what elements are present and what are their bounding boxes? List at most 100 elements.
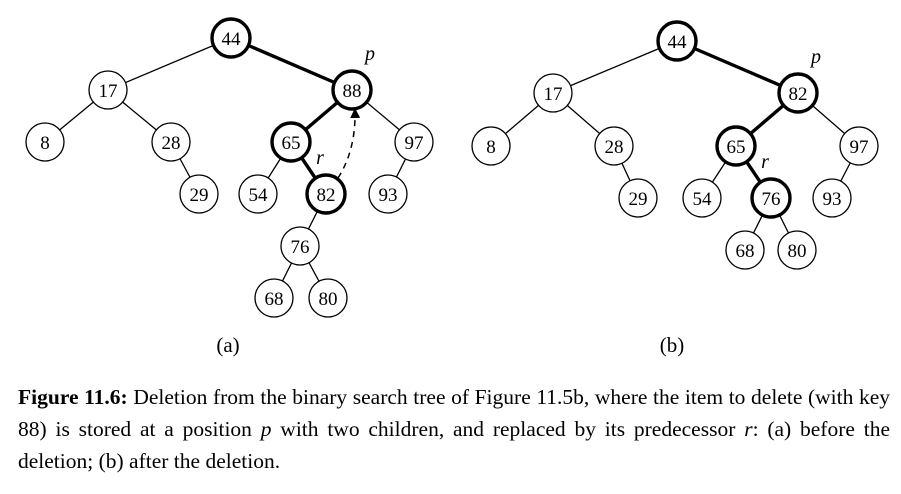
node-circle-29 bbox=[179, 174, 219, 214]
node-key-44: 44 bbox=[222, 29, 242, 50]
node-17: 17 bbox=[533, 73, 573, 113]
node-44: 44 bbox=[210, 17, 252, 59]
node-key-54: 54 bbox=[249, 185, 269, 206]
node-key-29: 29 bbox=[629, 189, 648, 210]
node-97: 97 bbox=[394, 122, 434, 162]
node-key-8: 8 bbox=[486, 137, 496, 158]
node-68: 68 bbox=[725, 230, 765, 270]
edge-44-88 bbox=[230, 36, 353, 92]
node-circle-88 bbox=[331, 69, 373, 111]
node-key-8: 8 bbox=[40, 133, 50, 154]
node-circle-8 bbox=[471, 126, 511, 166]
node-key-44: 44 bbox=[668, 32, 688, 53]
position-tag-r: r bbox=[761, 151, 769, 173]
node-circle-65 bbox=[270, 121, 312, 163]
node-28: 28 bbox=[151, 122, 191, 162]
node-key-29: 29 bbox=[190, 185, 209, 206]
node-key-68: 68 bbox=[265, 289, 284, 310]
node-circle-54 bbox=[238, 174, 278, 214]
node-key-93: 93 bbox=[823, 189, 842, 210]
node-key-28: 28 bbox=[162, 133, 181, 154]
edge-44-82 bbox=[676, 39, 799, 95]
node-circle-65 bbox=[715, 125, 757, 167]
node-key-65: 65 bbox=[727, 137, 746, 158]
node-8: 8 bbox=[471, 126, 511, 166]
node-circle-28 bbox=[151, 122, 191, 162]
node-88: 88 bbox=[331, 69, 373, 111]
node-76: 76 bbox=[750, 177, 792, 219]
node-circle-17 bbox=[88, 70, 128, 110]
node-65: 65 bbox=[270, 121, 312, 163]
node-circle-80 bbox=[308, 278, 348, 318]
node-key-76: 76 bbox=[762, 189, 781, 210]
node-circle-93 bbox=[812, 178, 852, 218]
node-54: 54 bbox=[238, 174, 278, 214]
node-circle-97 bbox=[839, 126, 879, 166]
node-key-76: 76 bbox=[291, 237, 310, 258]
node-circle-68 bbox=[725, 230, 765, 270]
node-key-82: 82 bbox=[789, 84, 808, 105]
node-circle-93 bbox=[368, 174, 408, 214]
node-key-80: 80 bbox=[788, 241, 807, 262]
caption-var-p: p bbox=[260, 417, 272, 441]
subfigure-label-a: (a) bbox=[216, 333, 239, 357]
edge-44-17 bbox=[552, 40, 678, 94]
node-circle-82 bbox=[305, 173, 347, 215]
node-29: 29 bbox=[618, 178, 658, 218]
node-93: 93 bbox=[368, 174, 408, 214]
node-54: 54 bbox=[682, 178, 722, 218]
node-key-17: 17 bbox=[544, 84, 563, 105]
node-key-17: 17 bbox=[99, 81, 118, 102]
node-circle-80 bbox=[777, 230, 817, 270]
node-28: 28 bbox=[594, 126, 634, 166]
node-circle-68 bbox=[254, 278, 294, 318]
node-circle-82 bbox=[777, 72, 819, 114]
node-key-28: 28 bbox=[605, 137, 624, 158]
position-tag-p: p bbox=[363, 43, 375, 65]
node-key-97: 97 bbox=[405, 133, 424, 154]
caption-text-3: : (a) before the deletion; (b) after the… bbox=[18, 417, 890, 473]
node-circle-8 bbox=[25, 122, 65, 162]
node-circle-76 bbox=[280, 226, 320, 266]
node-93: 93 bbox=[812, 178, 852, 218]
node-key-65: 65 bbox=[282, 133, 301, 154]
node-76: 76 bbox=[280, 226, 320, 266]
node-circle-44 bbox=[656, 20, 698, 62]
node-82: 82 bbox=[305, 173, 347, 215]
node-80: 80 bbox=[777, 230, 817, 270]
node-17: 17 bbox=[88, 70, 128, 110]
node-44: 44 bbox=[656, 20, 698, 62]
node-key-93: 93 bbox=[379, 185, 398, 206]
node-key-68: 68 bbox=[736, 241, 755, 262]
node-8: 8 bbox=[25, 122, 65, 162]
dashed-arrow-82-to-88 bbox=[337, 108, 361, 179]
caption-text-1: Deletion from the binary search tree of … bbox=[18, 385, 890, 441]
node-29: 29 bbox=[179, 174, 219, 214]
edge-44-17 bbox=[107, 37, 232, 91]
node-80: 80 bbox=[308, 278, 348, 318]
node-circle-29 bbox=[618, 178, 658, 218]
node-key-97: 97 bbox=[850, 137, 869, 158]
node-key-82: 82 bbox=[317, 185, 336, 206]
node-circle-17 bbox=[533, 73, 573, 113]
node-key-80: 80 bbox=[319, 289, 338, 310]
tree-after-deletion: 44 17 82 8 28 29 65 97 54 76 93 68 80 p r (b) bbox=[471, 20, 879, 357]
node-circle-54 bbox=[682, 178, 722, 218]
node-68: 68 bbox=[254, 278, 294, 318]
node-97: 97 bbox=[839, 126, 879, 166]
position-tag-r: r bbox=[316, 147, 324, 169]
figure-caption: Figure 11.6: Deletion from the binary se… bbox=[18, 381, 890, 477]
position-tag-p: p bbox=[809, 46, 821, 68]
caption-var-r: r bbox=[744, 417, 753, 441]
caption-label: Figure 11.6: bbox=[18, 385, 128, 409]
node-key-54: 54 bbox=[693, 189, 713, 210]
node-circle-76 bbox=[750, 177, 792, 219]
node-circle-97 bbox=[394, 122, 434, 162]
node-82: 82 bbox=[777, 72, 819, 114]
node-key-88: 88 bbox=[343, 81, 362, 102]
node-circle-44 bbox=[210, 17, 252, 59]
node-65: 65 bbox=[715, 125, 757, 167]
subfigure-label-b: (b) bbox=[660, 333, 685, 357]
